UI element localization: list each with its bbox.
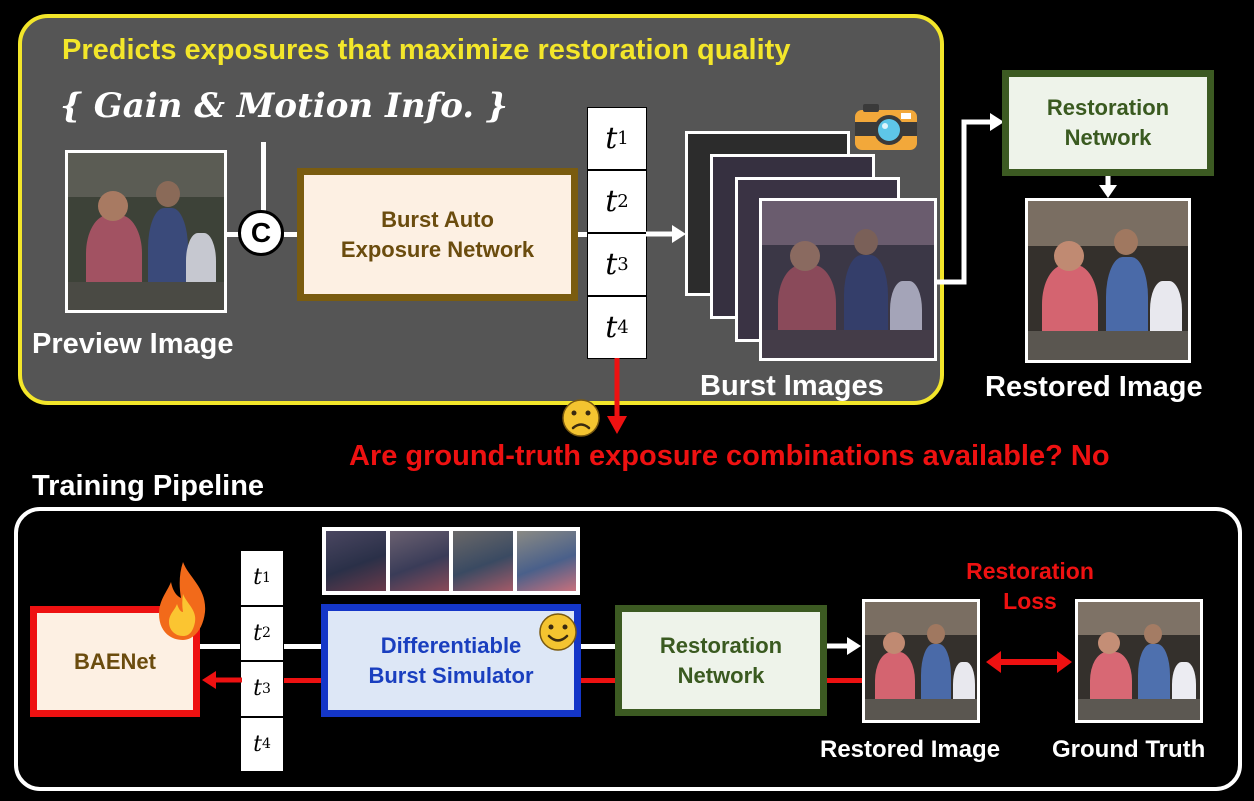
simulator-to-exposures-red-line — [284, 678, 322, 683]
exposures-to-simulator-line — [284, 644, 322, 649]
restored-image-top — [1025, 198, 1191, 363]
baenet-to-exposures-line — [200, 644, 240, 649]
restoration-to-simulator-red-line — [581, 678, 616, 683]
training-pipeline-title: Training Pipeline — [32, 470, 265, 502]
ground-truth-image — [1075, 599, 1203, 723]
burst-auto-exposure-network: Burst Auto Exposure Network — [297, 168, 578, 301]
info-line — [261, 142, 266, 214]
baen-label: Burst Auto Exposure Network — [340, 206, 535, 262]
fire-icon — [159, 562, 206, 640]
gt-question: Are ground-truth exposure combinations a… — [349, 440, 1110, 472]
info-formula: { Gain & Motion Info. } — [60, 86, 508, 126]
training-panel — [14, 507, 1242, 791]
sim-frame-1 — [326, 531, 386, 591]
concat-to-baen-line — [284, 232, 298, 237]
camera-icon — [855, 104, 917, 150]
baen-to-exposures-line — [578, 232, 588, 237]
gradient-to-baenet-arrow — [202, 671, 242, 689]
concat-node: C — [238, 210, 284, 256]
restored-top-label: Restored Image — [985, 371, 1203, 403]
loss-double-arrow — [986, 651, 1072, 673]
simulator-to-restoration-line — [581, 644, 616, 649]
sim-frame-2 — [389, 531, 449, 591]
preview-to-concat-line — [227, 232, 247, 237]
simulated-burst-strip — [322, 527, 580, 595]
preview-label: Preview Image — [32, 328, 234, 360]
sim-frame-4 — [516, 531, 576, 591]
baenet-label: BAENet — [74, 648, 156, 674]
sad-face-icon — [562, 399, 600, 437]
restored-image-bottom — [862, 599, 980, 723]
restoration-top-label: Restoration Network — [1046, 95, 1170, 150]
restoration-to-restored-arrow — [1099, 176, 1117, 198]
restored-to-restoration-red-line — [827, 678, 863, 683]
exposures-to-burst-arrow — [646, 225, 686, 243]
restoration-network-bottom: Restoration Network — [615, 605, 827, 716]
smile-face-icon — [539, 613, 577, 651]
sim-frame-3 — [453, 531, 513, 591]
restoration-bottom-label: Restoration Network — [659, 632, 783, 688]
differentiable-burst-simulator: Differentiable Burst Simulator — [321, 604, 581, 717]
restored-bottom-label: Restored Image — [820, 736, 1001, 763]
burst-frame-4 — [759, 198, 937, 361]
headline: Predicts exposures that maximize restora… — [62, 34, 791, 66]
burst-label: Burst Images — [700, 370, 884, 402]
restoration-network-top: Restoration Network — [1002, 70, 1214, 176]
simulator-label: Differentiable Burst Simulator — [368, 632, 534, 688]
restoration-to-restored-image-arrow — [827, 637, 861, 655]
preview-image — [65, 150, 227, 313]
restoration-loss-label: Restoration Loss — [966, 558, 1094, 614]
burst-to-restoration-arrow — [934, 113, 1004, 285]
ground-truth-label: Ground Truth — [1052, 736, 1206, 763]
question-arrow — [607, 358, 627, 434]
